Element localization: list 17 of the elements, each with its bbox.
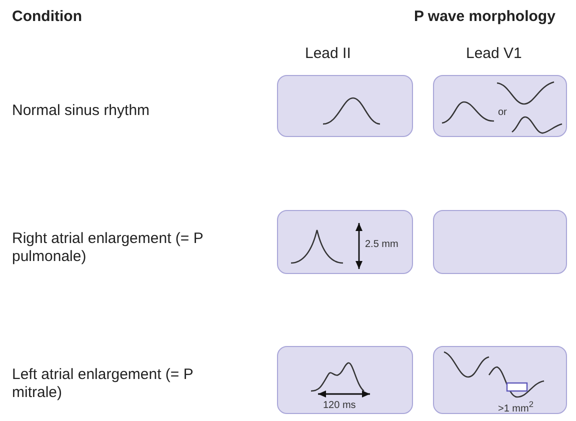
condition-label: Normal sinus rhythm	[12, 102, 151, 120]
condition-label: Right atrial enlargement (= P pulmonale)	[12, 230, 204, 266]
column-heading: Lead V1	[466, 45, 522, 63]
column-heading: Lead II	[305, 45, 351, 63]
empty-panel	[277, 75, 413, 137]
wave-annotation: or	[498, 107, 507, 119]
waveform-panel	[277, 210, 413, 274]
waveform-panel	[433, 75, 567, 137]
waveform-panel	[433, 346, 567, 414]
wave-annotation: 120 ms	[323, 400, 356, 412]
column-heading: P wave morphology	[414, 8, 556, 26]
wave-annotation: 2.5 mm	[365, 239, 398, 251]
condition-label: Left atrial enlargement (= P mitrale)	[12, 366, 194, 402]
empty-panel	[433, 210, 567, 274]
waveform-panel	[277, 346, 413, 414]
wave-annotation: >1 mm$^{2}$	[498, 398, 534, 416]
column-heading: Condition	[12, 8, 82, 26]
